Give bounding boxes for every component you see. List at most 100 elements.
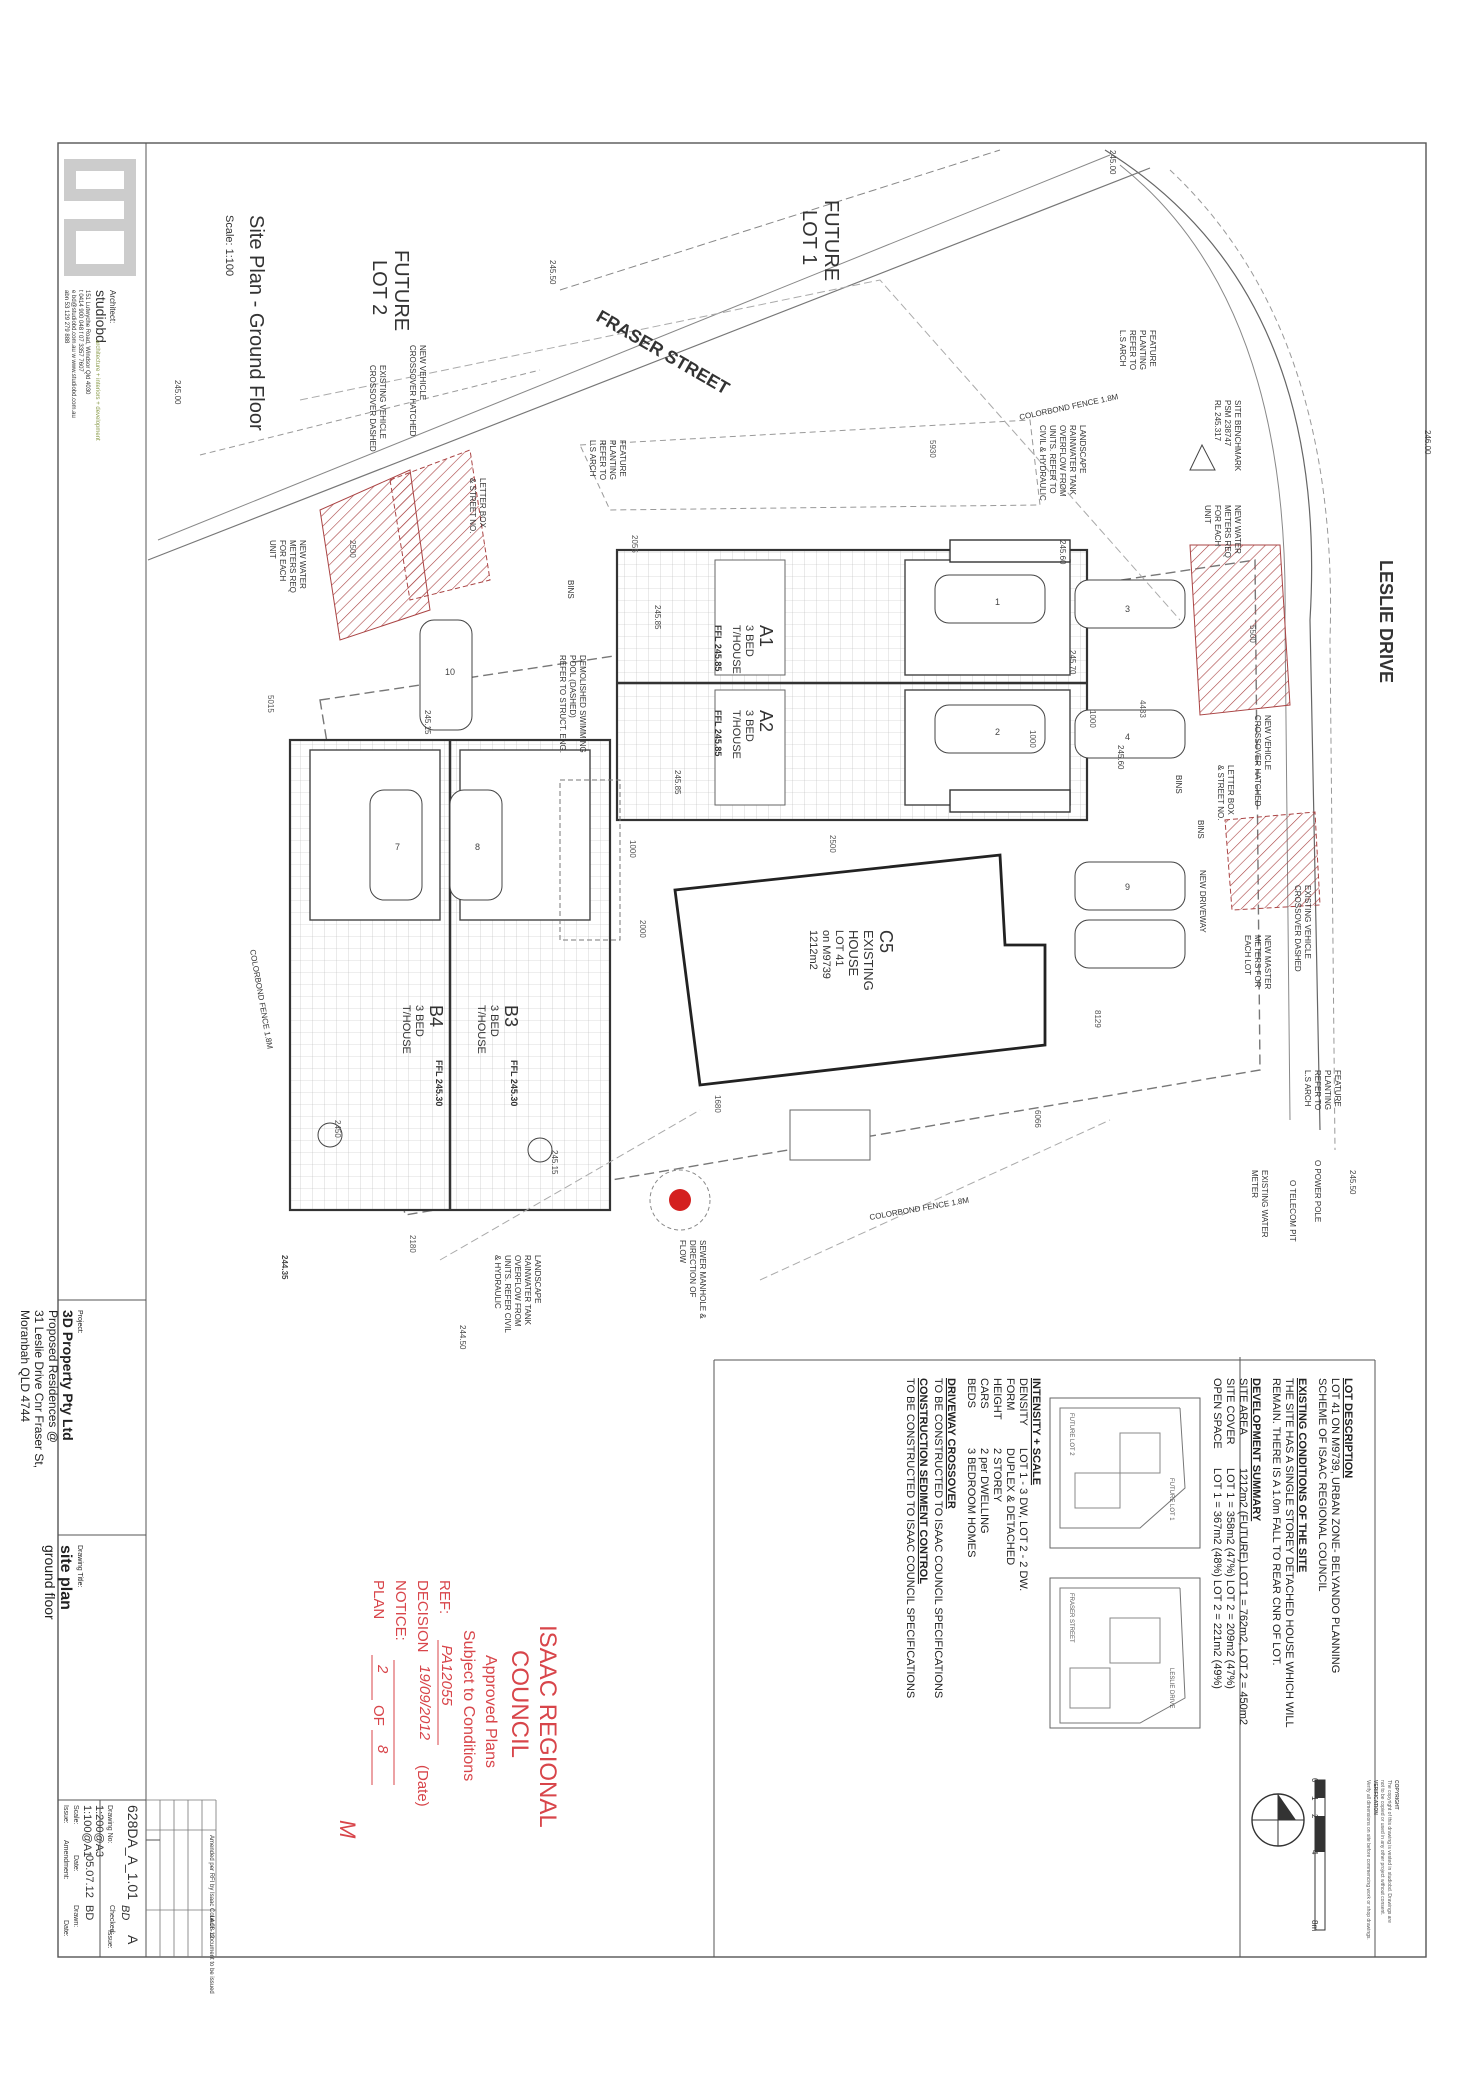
svg-text:T/HOUSE: T/HOUSE <box>730 710 742 759</box>
feature-planting-note: FEATURE PLANTING REFER TO L.S ARCH <box>1118 330 1157 370</box>
sewer-note: SEWER MANHOLE & DIRECTION OF FLOW <box>678 1240 707 1319</box>
bins-label: BINS <box>1196 820 1205 839</box>
scale-label: Scale: <box>72 1805 79 1825</box>
street-leslie-label: LESLIE DRIVE <box>1376 560 1396 683</box>
svg-text:A2: A2 <box>756 710 776 732</box>
rainwater-tank-note: LANDSCAPE RAINWATER TANK OVERFLOW FROM U… <box>493 1255 542 1333</box>
intensity-heading: INTENSITY + SCALE <box>1030 1378 1042 1485</box>
svg-text:3 BED: 3 BED <box>413 1005 425 1037</box>
svg-text:NEW VEHICLE: NEW VEHICLE <box>1263 715 1272 770</box>
svg-text:3 BED: 3 BED <box>743 710 755 742</box>
firm-address: t 0414 900 048 f 07 3357 7607 <box>77 290 83 372</box>
notes-panel: LOT DESCRIPTION LOT 41 ON M9739, URBAN Z… <box>904 1378 1354 1729</box>
svg-text:RL 245.317: RL 245.317 <box>1213 400 1222 442</box>
intensity-value: 2 per DWELLING <box>978 1448 990 1534</box>
svg-text:LOT 2: LOT 2 <box>368 260 390 315</box>
stamp-initials: M <box>335 1820 360 1839</box>
driveway-text: TO BE CONSTRUCTED TO ISAAC COUNCIL SPECI… <box>932 1378 944 1698</box>
client-name: 3D Property Pty Ltd <box>60 1310 76 1441</box>
sediment-text: TO BE CONSTRUCTED TO ISAAC COUNCIL SPECI… <box>904 1378 916 1698</box>
water-meters-note: NEW WATER METERS REQ FOR EACH UNIT <box>1203 505 1242 558</box>
driveway-heading: DRIVEWAY CROSSOVER <box>945 1378 957 1509</box>
issue-label: Issue: <box>62 1805 69 1824</box>
intensity-label: FORM <box>1004 1378 1016 1410</box>
svg-text:& HYDRAULIC: & HYDRAULIC <box>493 1255 502 1309</box>
dimension: 1000 <box>1028 730 1037 748</box>
svg-text:FOR EACH: FOR EACH <box>1213 505 1222 547</box>
key-plans: FUTURE LOT 1 FUTURE LOT 2 LESLIE DRIVE F… <box>1049 1397 1201 1729</box>
key-plan-label: FUTURE LOT 1 <box>1168 1478 1174 1521</box>
master-meters-note: NEW MASTER METERS FOR EACH LOT <box>1243 935 1272 989</box>
north-arrow-icon <box>1251 1793 1305 1847</box>
car-number: 3 <box>1125 604 1130 614</box>
dimension: 1680 <box>713 1095 722 1113</box>
checked-by: BD <box>119 1905 131 1920</box>
spot-level: 245.50 <box>1348 1170 1357 1195</box>
svg-text:OVERFLOW FROM: OVERFLOW FROM <box>513 1255 522 1327</box>
intensity-value: 3 BEDROOM HOMES <box>965 1448 977 1557</box>
checked-label: Checked: <box>108 1905 115 1935</box>
svg-text:0: 0 <box>1310 1778 1319 1783</box>
svg-text:CROSSOVER DASHED: CROSSOVER DASHED <box>368 365 377 452</box>
svg-text:LOT 1: LOT 1 <box>798 210 820 265</box>
street-fraser-label: FRASER STREET <box>593 306 733 398</box>
stamp-plan-label: PLAN <box>370 1580 387 1619</box>
svg-text:& STREET NO.: & STREET NO. <box>1216 765 1225 820</box>
svg-text:FOR EACH: FOR EACH <box>278 540 287 582</box>
dimension: 2000 <box>638 920 647 938</box>
svg-text:REFER TO: REFER TO <box>598 440 607 480</box>
svg-text:8m: 8m <box>1310 1920 1319 1931</box>
svg-text:METER: METER <box>1250 1170 1259 1198</box>
spot-level: 245.60 <box>1058 540 1067 565</box>
svg-text:L.S ARCH: L.S ARCH <box>1303 1070 1312 1107</box>
svg-text:METERS REQ: METERS REQ <box>288 540 297 593</box>
svg-text:NEW WATER: NEW WATER <box>1233 505 1242 554</box>
project-label: Project: <box>76 1310 83 1334</box>
dimension: 2450 <box>333 1120 342 1138</box>
svg-text:EACH LOT: EACH LOT <box>1243 935 1252 975</box>
svg-text:REFER TO: REFER TO <box>1313 1070 1322 1110</box>
project-block: Project: 3D Property Pty Ltd Proposed Re… <box>18 1310 83 1468</box>
svg-text:EXISTING: EXISTING <box>861 930 876 991</box>
stamp-date-hint: (Date) <box>414 1765 431 1807</box>
car-number: 10 <box>445 667 455 677</box>
summary-label: SITE AREA <box>1237 1378 1249 1436</box>
firm-name: studiobd <box>93 290 109 343</box>
council-approval-stamp: ISAAC REGIONAL COUNCIL Approved Plans Su… <box>335 1580 561 1839</box>
future-lot-2-label: FUTURE LOT 2 <box>368 250 412 331</box>
pool-note: DEMOLISHED SWIMMING POOL (DASHED) REFER … <box>558 655 587 753</box>
stamp-decision-label: DECISION <box>414 1580 431 1653</box>
sewer-manhole-marker <box>669 1189 691 1211</box>
intensity-label: DENSITY <box>1017 1378 1029 1426</box>
letter-box-note: LETTER BOX & STREET NO. <box>1216 765 1235 820</box>
architect-label: Architect: <box>108 290 117 323</box>
sediment-heading: CONSTRUCTION SEDIMENT CONTROL <box>917 1378 929 1584</box>
future-lot-1-label: FUTURE LOT 1 <box>798 200 842 281</box>
svg-text:1: 1 <box>1310 1796 1319 1801</box>
svg-text:FEATURE: FEATURE <box>1333 1070 1342 1107</box>
spot-level: 245.85 <box>673 770 682 795</box>
drawn-label: Drawn: <box>72 1905 79 1927</box>
svg-text:SITE BENCHMARK: SITE BENCHMARK <box>1233 400 1242 472</box>
drawing-title-block: Drawing Title: site plan ground floor <box>42 1545 83 1620</box>
svg-text:REFER TO STRUCT. ENG.: REFER TO STRUCT. ENG. <box>558 655 567 753</box>
svg-text:LETTER BOX: LETTER BOX <box>1226 765 1235 815</box>
existing-conditions-line: REMAIN. THERE IS A 1.0m FALL TO REAR CNR… <box>1270 1378 1282 1666</box>
intensity-label: CARS <box>978 1378 990 1409</box>
svg-text:VERIFICATION: VERIFICATION <box>1372 1780 1378 1815</box>
svg-text:POOL (DASHED): POOL (DASHED) <box>568 655 577 718</box>
drawing-subtitle: ground floor <box>42 1545 58 1620</box>
issue-date-label: Date: <box>72 1855 79 1872</box>
svg-text:NEW WATER: NEW WATER <box>298 540 307 589</box>
stamp-ref-value: PA12055 <box>438 1645 455 1706</box>
new-driveway-label: NEW DRIVEWAY <box>1198 870 1207 933</box>
svg-text:UNIT: UNIT <box>1203 505 1212 524</box>
lot-description-line: LOT 41 ON M9739, URBAN ZONE- BELYANDO PL… <box>1329 1378 1341 1673</box>
spot-level: 245.15 <box>550 1150 559 1175</box>
svg-text:SEWER MANHOLE &: SEWER MANHOLE & <box>698 1240 707 1319</box>
svg-text:CIVIL & HYDRAULIC: CIVIL & HYDRAULIC <box>1038 425 1047 501</box>
svg-text:UNITS. REFER CIVIL: UNITS. REFER CIVIL <box>503 1255 512 1333</box>
colorbond-fence-label: COLORBOND FENCE 1.8M <box>869 1196 970 1222</box>
existing-water-meter-note: EXISTING WATER METER <box>1250 1170 1269 1238</box>
drawing-no-label: Drawing No: <box>106 1805 113 1844</box>
